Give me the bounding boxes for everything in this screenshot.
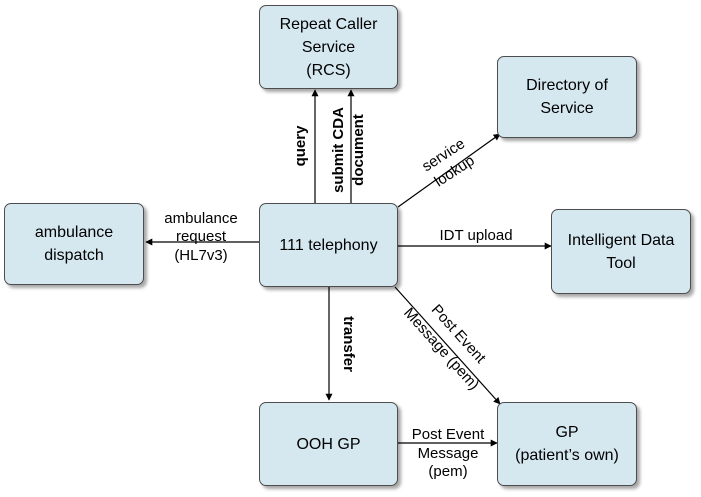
ooh-gp-label: OOH GP — [296, 435, 361, 453]
submit-label-line1: submit CDA — [330, 107, 347, 193]
pem-diagonal-arrow — [394, 286, 501, 405]
telephony-label: 111 telephony — [279, 236, 378, 254]
dos-label-line2: Service — [540, 100, 594, 117]
pem-horizontal-label-line3: (pem) — [428, 463, 467, 480]
ambulance-dispatch-node: ambulance dispatch — [4, 203, 144, 285]
dos-label-line1: Directory of — [526, 77, 608, 94]
idt-label-line2: Tool — [606, 254, 636, 272]
directory-of-service-node: Directory of Service — [497, 56, 637, 138]
rcs-label-line1: Repeat Caller — [279, 15, 378, 33]
pem-horizontal-label-line2: Message — [418, 445, 479, 462]
telephony-111-node: 111 telephony — [259, 203, 398, 287]
gp-patients-own-node: GP (patient’s own) — [497, 402, 637, 486]
transfer-label: transfer — [340, 316, 357, 372]
ambulance-request-label-line2: request — [176, 228, 227, 245]
ooh-gp-node: OOH GP — [259, 402, 398, 486]
gp-label-line2: (patient’s own) — [515, 447, 619, 464]
idt-upload-label: IDT upload — [439, 227, 512, 244]
gp-label-line1: GP — [555, 424, 579, 441]
submit-label-line2: document — [350, 114, 367, 186]
rcs-node: Repeat Caller Service (RCS) — [259, 5, 398, 89]
intelligent-data-tool-node: Intelligent Data Tool — [551, 209, 691, 294]
rcs-label-line3: (RCS) — [306, 61, 351, 79]
query-label: query — [292, 125, 309, 167]
ambulance-label-line2: dispatch — [44, 247, 104, 264]
ambulance-request-label-line1: ambulance — [164, 210, 237, 227]
rcs-label-line2: Service — [301, 38, 356, 56]
service-lookup-arrow — [397, 133, 501, 208]
ambulance-label-line1: ambulance — [34, 224, 114, 241]
idt-label-line1: Intelligent Data — [567, 231, 675, 249]
ambulance-request-label-line3: (HL7v3) — [174, 247, 227, 264]
pem-horizontal-label-line1: Post Event — [412, 426, 485, 443]
